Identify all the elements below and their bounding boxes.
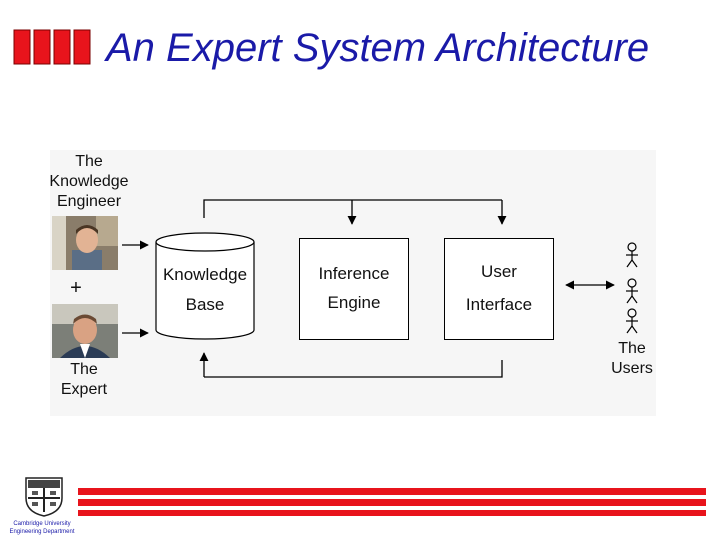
university-crest-icon [25,477,63,517]
knowledge-base-label-line1: Knowledge [162,265,248,284]
knowledge-engineer-photo [52,216,118,270]
slide-logo-bars [13,29,91,65]
inference-engine-box: Inference Engine [299,238,409,340]
knowledge-base-label-line2: Base [185,295,225,314]
user-figure-icon [626,242,638,268]
plus-sign: + [70,277,82,299]
user-interface-label-line1: User [481,262,517,281]
inference-engine-label-line1: Inference [318,264,390,283]
user-figure-icon [626,308,638,334]
footer-red-bars [78,488,706,516]
user-interface-box: User Interface [444,238,554,340]
user-interface-label-line2: Interface [465,295,533,314]
expert-label: The Expert [60,361,108,398]
expert-photo [52,304,118,358]
slide-title: An Expert System Architecture [106,26,650,70]
institution-name-line2: Engineering Department [9,529,75,535]
knowledge-base-cylinder [155,232,255,340]
knowledge-engineer-label: The Knowledge Engineer [49,153,129,210]
inference-engine-label-line2: Engine [327,293,381,312]
users-label: The Users [611,340,653,377]
institution-name-line1: Cambridge University [13,521,71,527]
user-figure-icon [626,278,638,304]
